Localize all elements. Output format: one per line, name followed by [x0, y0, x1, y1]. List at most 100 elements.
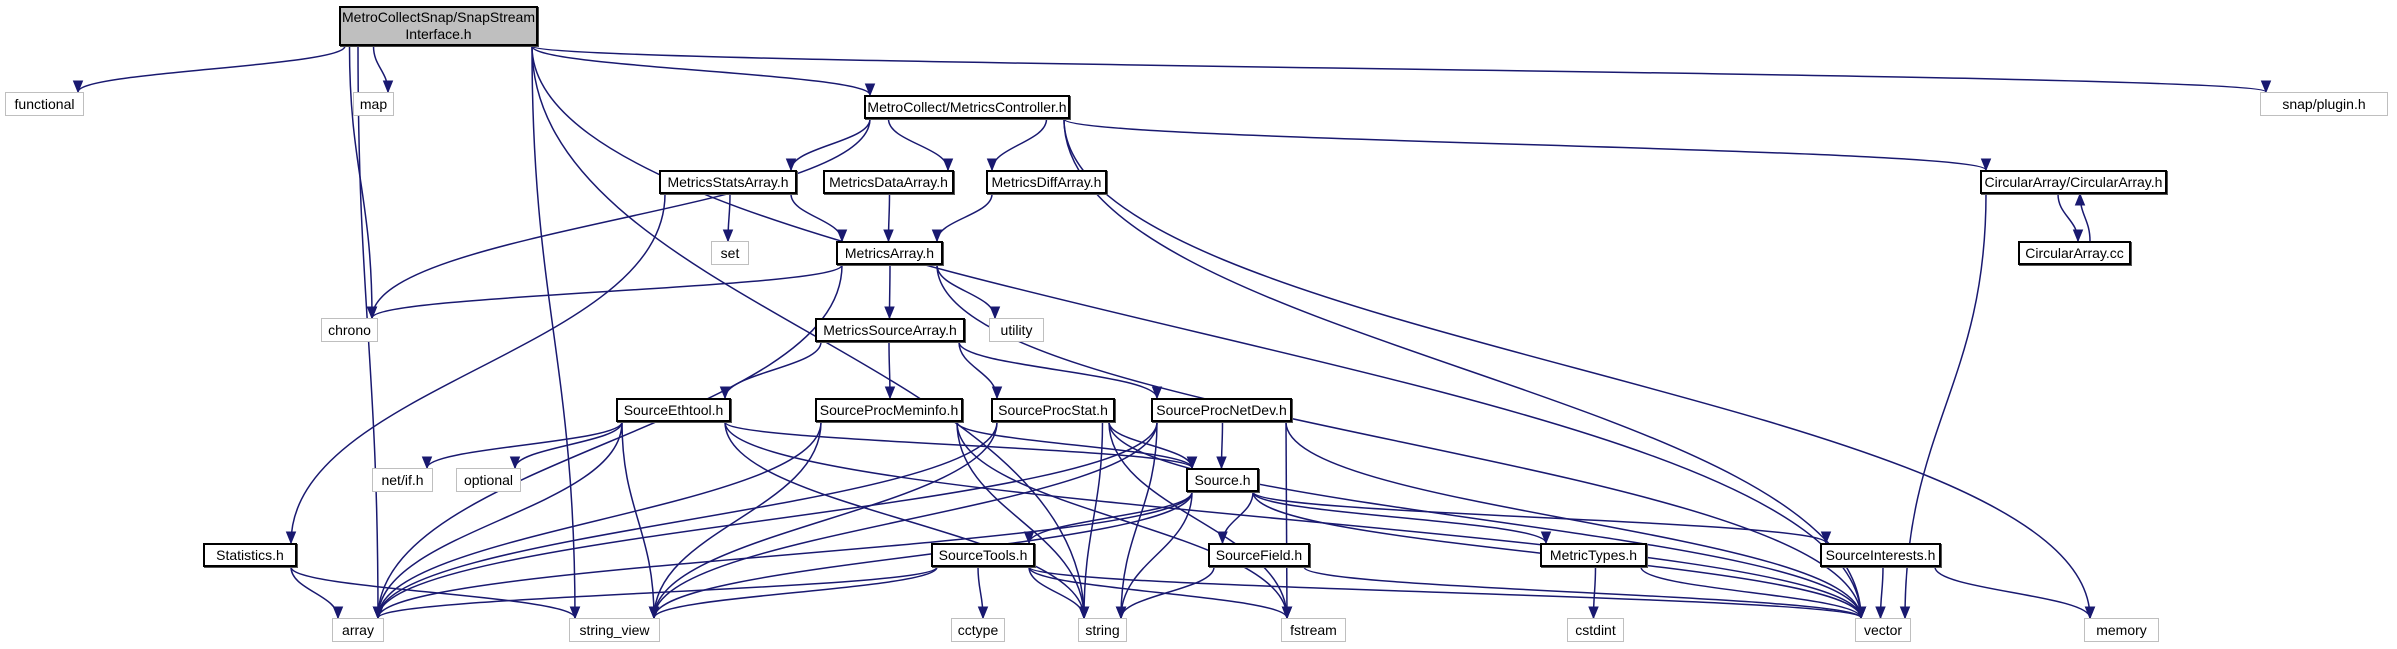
node-vector: vector: [1855, 618, 1911, 642]
arrowhead-icon: [884, 386, 896, 400]
edge-source-to-sourcetools: [1028, 491, 1193, 544]
node-interests[interactable]: SourceInterests.h: [1820, 543, 1941, 567]
edge-root-to-string_view: [531, 45, 576, 619]
edge-procstat-to-vector: [1108, 421, 1862, 619]
node-sourcearray[interactable]: MetricsSourceArray.h: [815, 318, 965, 342]
arrowhead-icon: [991, 386, 1003, 400]
node-array: array: [332, 618, 384, 642]
node-procstat[interactable]: SourceProcStat.h: [991, 398, 1115, 422]
arrowhead-icon: [977, 606, 989, 620]
edge-diffarray-to-metricsarray: [936, 193, 993, 242]
node-fstream: fstream: [1281, 618, 1346, 642]
edge-ethtool-to-optional: [514, 421, 623, 469]
arrowhead-icon: [931, 229, 943, 243]
edge-interests-to-memory: [1934, 566, 2091, 619]
edge-sourcetools-to-fstream: [1028, 566, 1288, 619]
node-cstdint: cstdint: [1567, 618, 1624, 642]
arrowhead-icon: [836, 229, 848, 243]
node-netdev[interactable]: SourceProcNetDev.h: [1151, 398, 1292, 422]
node-controller[interactable]: MetroCollect/MetricsController.h: [864, 95, 1070, 119]
node-map: map: [353, 92, 394, 116]
node-chrono: chrono: [321, 318, 378, 342]
arrowhead-icon: [372, 606, 384, 620]
edge-sourcetools-to-string: [1028, 566, 1085, 619]
edge-netdev-to-array: [377, 421, 1158, 619]
edge-statsarray-to-statistics: [290, 193, 666, 544]
node-circh[interactable]: CircularArray/CircularArray.h: [1980, 170, 2167, 194]
arrowhead-icon: [1186, 456, 1198, 470]
node-metrictypes[interactable]: MetricTypes.h: [1540, 543, 1647, 567]
edge-sourcetools-to-vector: [1028, 566, 1862, 619]
edge-sourcearray-to-procstat: [958, 341, 998, 399]
edge-sourcearray-to-ethtool: [724, 341, 822, 399]
arrowhead-icon: [1588, 606, 1599, 620]
node-diffarray[interactable]: MetricsDiffArray.h: [986, 170, 1107, 194]
node-plugin: snap/plugin.h: [2260, 92, 2388, 116]
edge-procstat-to-array: [377, 421, 998, 619]
edge-sourcefield-to-vector: [1303, 566, 1862, 619]
node-dataarray[interactable]: MetricsDataArray.h: [823, 170, 954, 194]
arrowhead-icon: [1281, 606, 1293, 620]
arrowhead-icon: [72, 80, 84, 94]
arrowhead-icon: [1855, 606, 1867, 620]
node-functional: functional: [5, 92, 84, 116]
edge-ethtool-to-source: [724, 421, 1193, 469]
node-meminfo[interactable]: SourceProcMeminfo.h: [815, 398, 963, 422]
edge-root-to-plugin: [531, 45, 2267, 93]
edge-source-to-sourcefield: [1221, 491, 1254, 544]
node-source[interactable]: Source.h: [1186, 468, 1259, 492]
edge-netdev-to-string_view: [653, 421, 1158, 619]
arrowhead-icon: [285, 531, 297, 545]
node-metricsarray[interactable]: MetricsArray.h: [836, 241, 943, 265]
edge-ethtool-to-vector: [724, 421, 1862, 619]
arrowhead-icon: [864, 83, 876, 97]
node-optional: optional: [456, 468, 521, 492]
edge-metricsarray-to-array: [377, 264, 843, 619]
node-string-view: string_view: [569, 618, 660, 642]
node-cctype: cctype: [951, 618, 1005, 642]
arrowhead-icon: [1875, 606, 1886, 620]
edge-sourcetools-to-array: [377, 566, 938, 619]
arrowhead-icon: [648, 606, 660, 620]
edge-root-to-functional: [77, 45, 346, 93]
edge-source-to-metrictypes: [1252, 491, 1547, 544]
edge-ethtool-to-array: [377, 421, 623, 619]
arrowhead-icon: [884, 306, 895, 320]
edge-controller-to-dataarray: [887, 118, 949, 171]
node-statistics[interactable]: Statistics.h: [203, 543, 297, 567]
edge-controller-to-diffarray: [991, 118, 1048, 171]
node-string: string: [1078, 618, 1127, 642]
edge-controller-to-circh: [1063, 118, 1987, 171]
node-circcc[interactable]: CircularArray.cc: [2018, 241, 2131, 265]
edge-statistics-to-string_view: [290, 566, 576, 619]
edge-statistics-to-array: [290, 566, 339, 619]
edge-sourcearray-to-netdev: [958, 341, 1158, 399]
edge-controller-to-vector: [1063, 118, 1862, 619]
node-set: set: [711, 241, 749, 265]
edge-metrictypes-to-vector: [1640, 566, 1862, 619]
arrowhead-icon: [1820, 531, 1832, 545]
arrowhead-icon: [1217, 531, 1228, 545]
edge-root-to-string: [531, 45, 1085, 619]
arrowhead-icon: [1078, 606, 1090, 620]
node-ethtool[interactable]: SourceEthtool.h: [616, 398, 731, 422]
edge-ethtool-to-netif: [426, 421, 623, 469]
arrowhead-icon: [2072, 229, 2084, 243]
arrowhead-icon: [785, 158, 797, 172]
node-sourcetools[interactable]: SourceTools.h: [931, 543, 1035, 567]
arrowhead-icon: [1115, 606, 1127, 620]
arrowhead-icon: [986, 158, 998, 172]
arrowhead-icon: [382, 80, 394, 94]
arrowhead-icon: [883, 229, 894, 243]
node-statsarray[interactable]: MetricsStatsArray.h: [659, 170, 797, 194]
arrowhead-icon: [1540, 531, 1552, 545]
node-sourcefield[interactable]: SourceField.h: [1208, 543, 1310, 567]
arrowhead-icon: [1151, 386, 1163, 400]
edge-source-to-interests: [1252, 491, 1827, 544]
arrowhead-icon: [2084, 606, 2096, 620]
edge-sourcetools-to-string_view: [653, 566, 938, 619]
edge-sourcefield-to-string: [1120, 566, 1215, 619]
edge-source-to-array: [377, 491, 1193, 619]
arrowhead-icon: [1899, 606, 1911, 620]
arrowhead-icon: [719, 386, 731, 400]
